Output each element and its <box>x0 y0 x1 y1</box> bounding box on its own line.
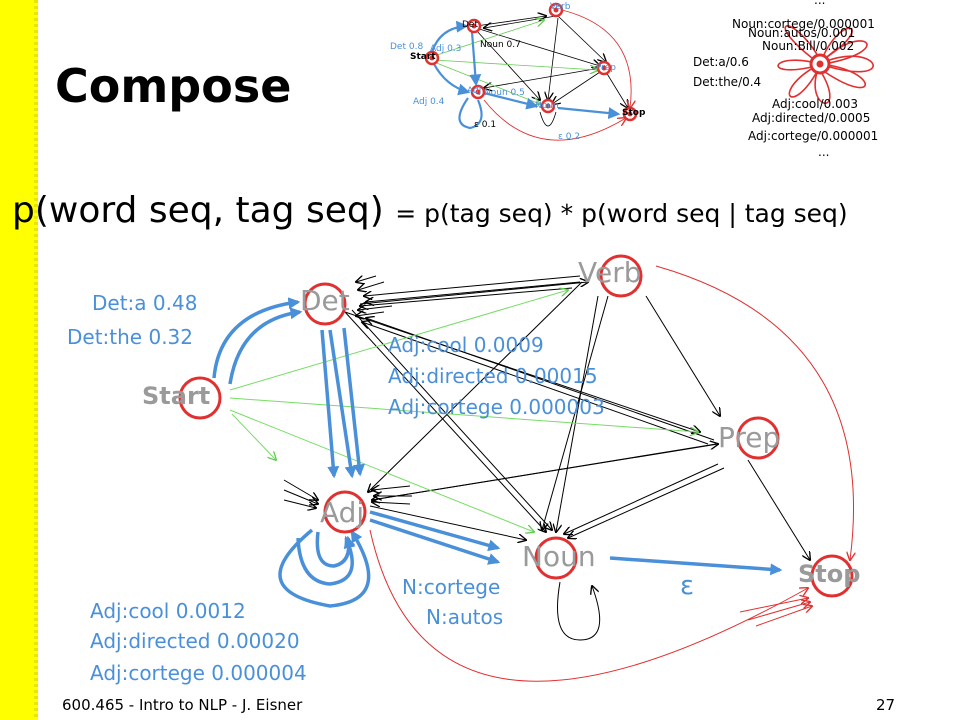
mini-arc-det-08: Det 0.8 <box>390 42 424 52</box>
big-fsa-black-arcs <box>283 276 810 641</box>
arc-adj-noun-0: N:cortege <box>402 575 501 599</box>
word-fsa-noun-arc-2: Noun:Bill/0.002 <box>762 39 855 53</box>
word-fsa-top-ellipsis: ... <box>814 0 826 7</box>
arc-adj-loop-2: Adj:cortege 0.000004 <box>90 661 307 685</box>
state-prep: Prep <box>718 421 781 454</box>
page-number: 27 <box>876 696 896 714</box>
state-det: Det <box>300 284 350 317</box>
state-adj: Adj <box>320 496 365 529</box>
state-noun: Noun <box>522 540 596 573</box>
mini-state-adj: Adj <box>467 86 482 96</box>
word-fsa-bottom-ellipsis: ... <box>818 145 830 159</box>
arc-adj-loop-0: Adj:cool 0.0012 <box>90 599 246 623</box>
arc-det-adj-0: Adj:cool 0.0009 <box>388 333 544 357</box>
word-fsa-det-arc-0: Det:a/0.6 <box>693 55 749 69</box>
mini-arc-adj-03: Adj 0.3 <box>430 44 462 54</box>
arc-noun-stop-epsilon: ε <box>680 571 695 601</box>
state-stop: Stop <box>798 560 861 588</box>
arc-det-adj-2: Adj:cortege 0.000003 <box>388 395 605 419</box>
formula-main: p(word seq, tag seq) <box>12 190 384 231</box>
small-tag-fsa <box>424 2 638 141</box>
word-fsa-adj-arc-1: Adj:directed/0.0005 <box>752 111 871 125</box>
arc-det-adj-1: Adj:directed 0.00015 <box>388 364 598 388</box>
word-fsa-det-arc-1: Det:the/0.4 <box>693 75 762 89</box>
big-fsa-red-arcs <box>369 265 854 682</box>
footer-course: 600.465 - Intro to NLP - J. Eisner <box>62 696 303 714</box>
mini-arc-adj-04: Adj 0.4 <box>413 97 445 107</box>
state-start: Start <box>142 382 211 410</box>
small-word-fsa <box>777 25 874 105</box>
state-verb: Verb <box>578 256 642 289</box>
formula-rest: = p(tag seq) * p(word seq | tag seq) <box>395 199 848 228</box>
mini-state-stop: Stop <box>622 108 646 118</box>
mini-arc-noun-07: Noun 0.7 <box>480 40 521 50</box>
mini-state-noun: Noun <box>535 101 559 111</box>
arc-adj-noun-1: N:autos <box>426 605 504 629</box>
mini-state-prep: Prep <box>596 63 617 73</box>
big-fsa-green-arcs <box>229 290 698 532</box>
word-fsa-adj-arc-0: Adj:cool/0.003 <box>772 97 859 111</box>
big-fsa-blue-arcs <box>212 297 783 608</box>
mini-state-det: Det <box>462 20 478 30</box>
arc-start-det-0: Det:a 0.48 <box>92 291 198 315</box>
formula: p(word seq, tag seq) = p(tag seq) * p(wo… <box>12 190 848 231</box>
big-fsa-states <box>178 254 854 598</box>
mini-arc-eps-01: ε 0.1 <box>474 120 497 130</box>
word-fsa-noun-arc-0: Noun:cortege/0.000001 <box>732 17 875 31</box>
left-decorative-band <box>0 0 38 720</box>
mini-state-verb: Verb <box>550 2 571 12</box>
arc-start-det-1: Det:the 0.32 <box>67 325 193 349</box>
mini-arc-eps-02: ε 0.2 <box>558 132 581 142</box>
arc-adj-loop-1: Adj:directed 0.00020 <box>90 629 300 653</box>
word-fsa-noun-arc-1: Noun:autos/0.001 <box>748 26 856 40</box>
word-fsa-adj-arc-2: Adj:cortege/0.000001 <box>748 129 879 143</box>
slide-title: Compose <box>55 59 292 113</box>
mini-arc-noun-05: Noun 0.5 <box>484 88 525 98</box>
mini-state-start: Start <box>410 52 436 62</box>
